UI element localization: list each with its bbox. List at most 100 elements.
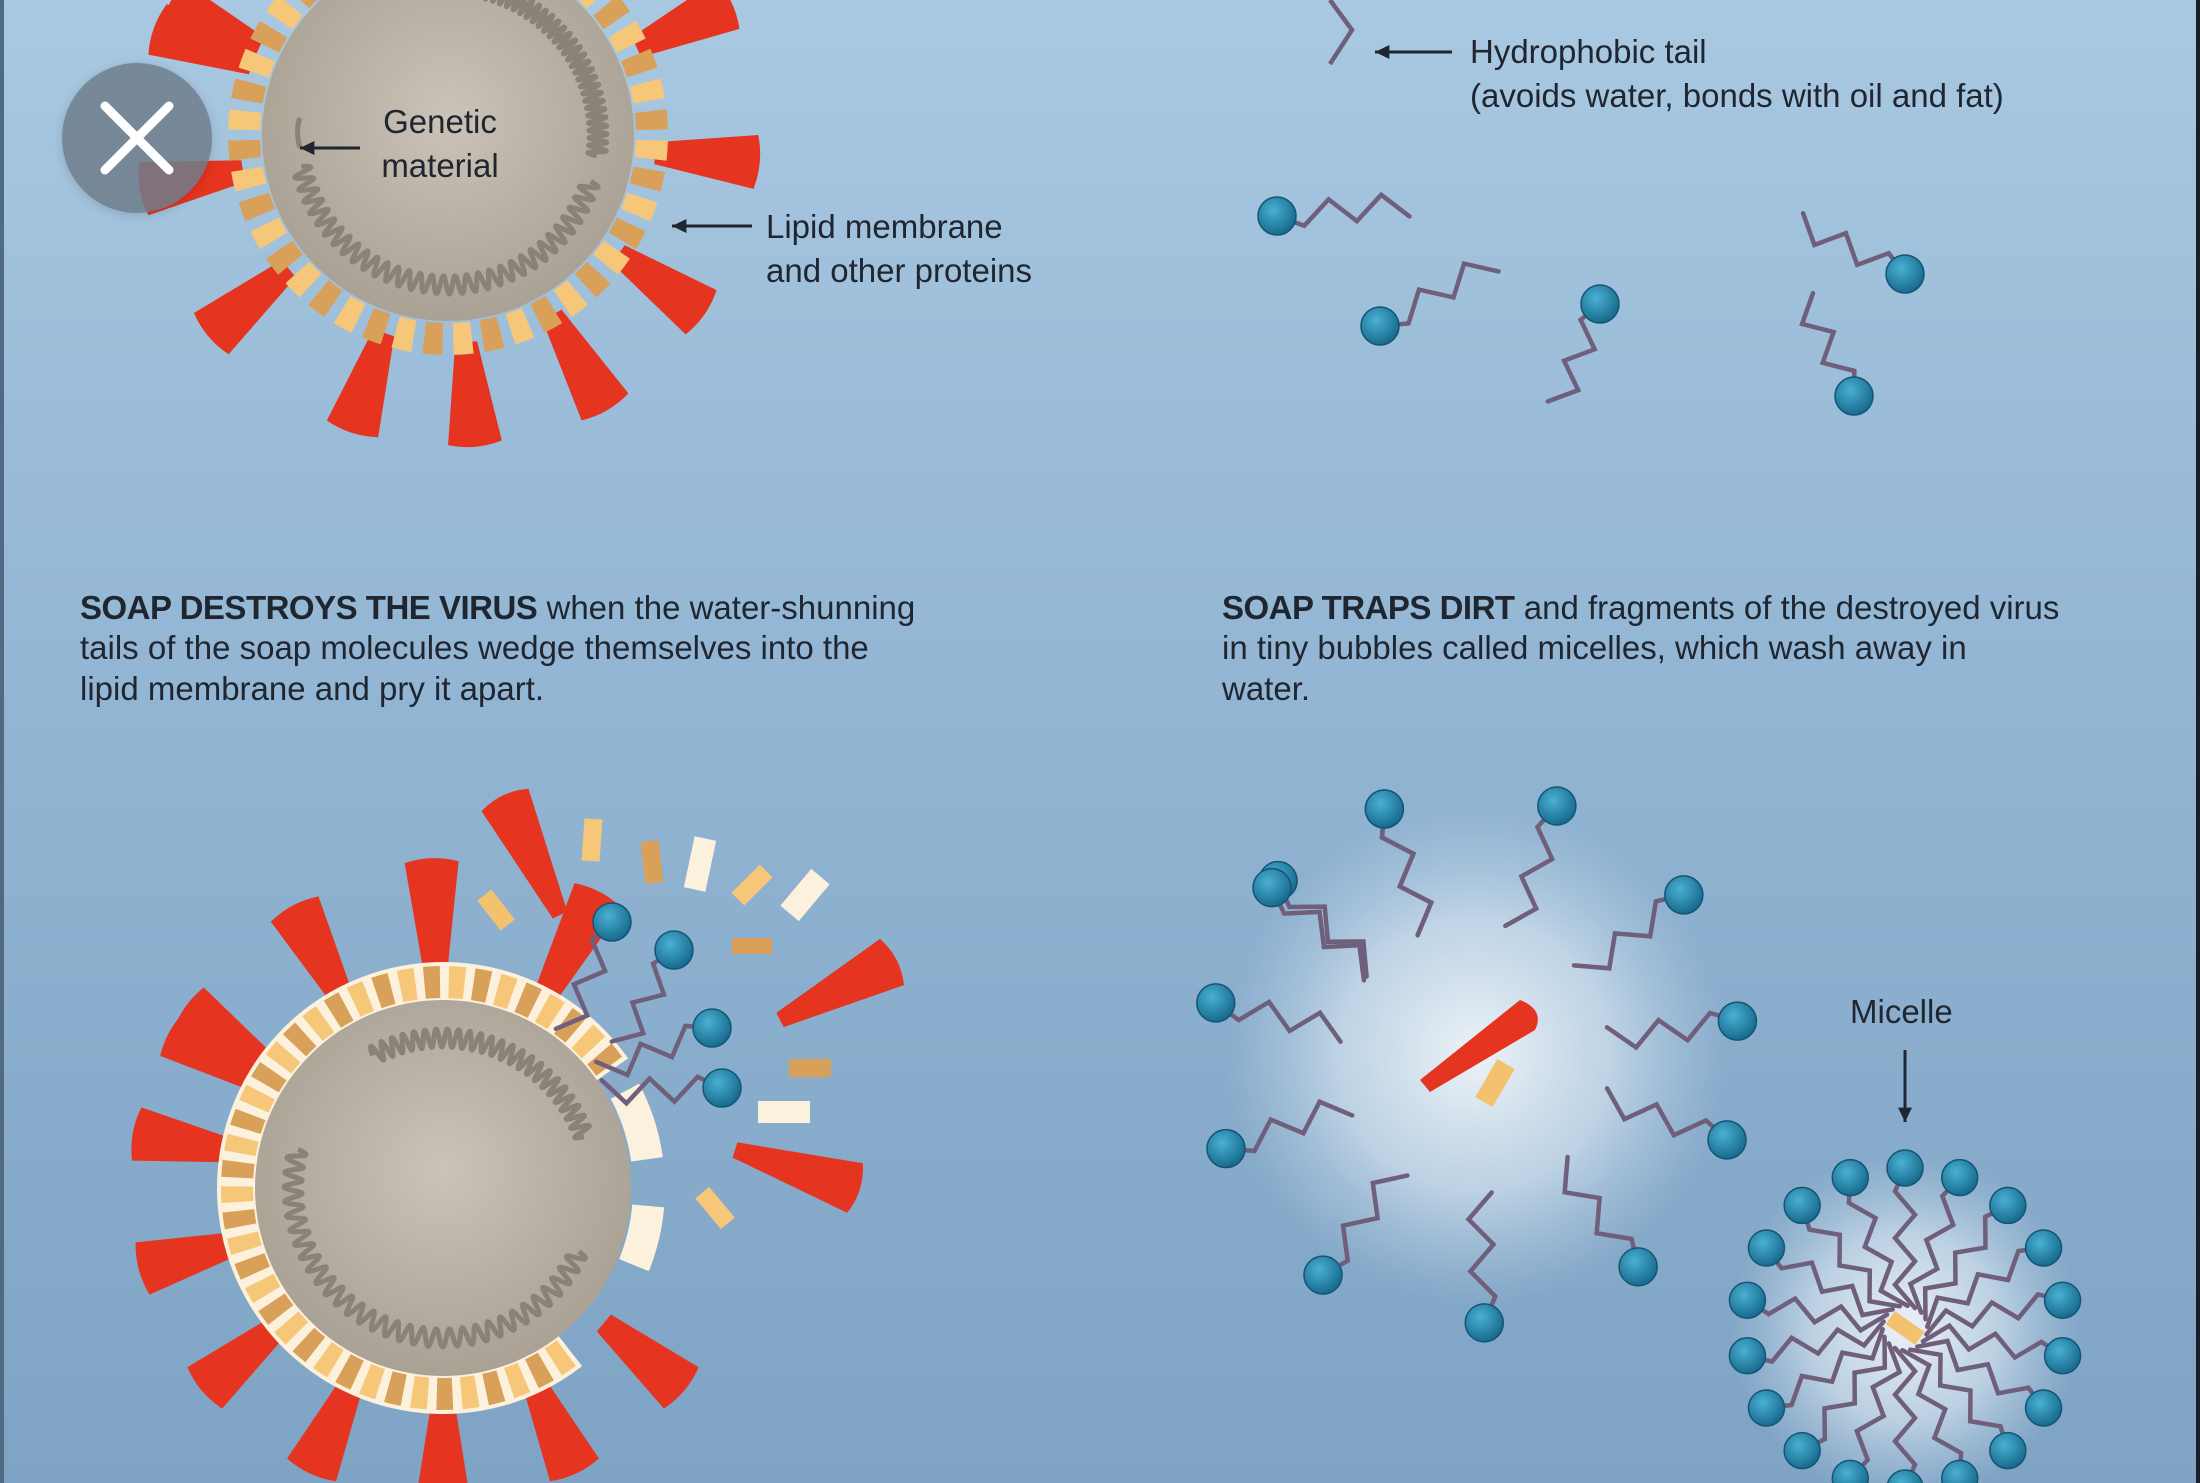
lipid-segment (266, 240, 303, 275)
micelle-glow (1730, 1153, 2080, 1483)
lipid-segment (302, 1006, 335, 1042)
soap-head (1747, 1229, 1786, 1267)
soap-head (1886, 1149, 1924, 1187)
lipid-segment (493, 973, 518, 1010)
membrane-fragment (683, 836, 717, 892)
soap-tail (1275, 878, 1369, 979)
spike-protein (193, 260, 296, 355)
soap-tail (553, 919, 615, 1032)
soap-traps-heading: SOAP TRAPS DIRT (1222, 589, 1515, 626)
soap-head (654, 930, 694, 970)
spike-protein (521, 1373, 599, 1482)
soap-tail (1320, 1173, 1410, 1278)
lipid-membrane-label: Lipid membrane and other proteins (766, 205, 1032, 292)
lipid-segment (634, 109, 668, 131)
lipid-segment (514, 982, 542, 1018)
genetic-strand-end (295, 117, 303, 149)
lipid-segment (574, 261, 611, 298)
arrow-head (300, 141, 315, 155)
lipid-segment (250, 20, 288, 53)
soap-tail (1907, 1175, 1962, 1315)
soap-head (1783, 1186, 1821, 1225)
lipid-segment (459, 1375, 480, 1410)
lipid-segment (224, 1133, 259, 1156)
lipid-segment (361, 307, 391, 345)
lipid-segment (228, 109, 262, 131)
virus-core (255, 1000, 631, 1376)
lipid-segment (239, 1084, 275, 1113)
soap-traps-caption: SOAP TRAPS DIRT and fragments of the des… (1222, 588, 2062, 709)
lipid-segment (238, 192, 276, 222)
spike-protein (172, 987, 278, 1077)
soap-tail (1223, 1098, 1355, 1154)
lipid-segment (250, 217, 288, 250)
soap-tail (599, 1074, 725, 1107)
soap-tail (1799, 290, 1857, 399)
soap-head (1537, 786, 1577, 826)
lipid-segment (593, 0, 630, 30)
close-button[interactable] (62, 63, 212, 213)
soap-tail (1328, 0, 1355, 66)
hydrophobic-tail-label-line1: Hydrophobic tail (1470, 33, 1707, 70)
genetic-strand (281, 1146, 588, 1350)
lipid-segment (265, 1041, 301, 1074)
lipid-segment (238, 48, 276, 78)
soap-tail (1892, 1345, 1918, 1483)
lipid-segment (226, 1231, 262, 1256)
soap-head (1196, 983, 1236, 1023)
soap-head (1728, 1337, 1767, 1375)
lipid-segment (333, 295, 366, 333)
broken-virus (131, 858, 699, 1483)
soap-head (1707, 1120, 1747, 1160)
soap-tail (1604, 1010, 1740, 1051)
genetic-material-label-line2: material (381, 146, 499, 184)
lipid-segment (620, 192, 658, 222)
soap-head (2043, 1281, 2082, 1319)
soap-tail (1799, 1334, 1888, 1453)
lipid-segment (530, 295, 563, 333)
lipid-segment (282, 1022, 317, 1057)
lipid-segment (222, 1209, 257, 1230)
soap-molecules-wedging (553, 902, 742, 1108)
soap-tail (1892, 1165, 1918, 1311)
lipid-segment (436, 1377, 454, 1410)
trapped-spike (1420, 1000, 1538, 1092)
soap-head (1717, 1001, 1758, 1041)
membrane-fragment (640, 840, 664, 884)
soap-tail (1925, 1245, 2046, 1329)
detached-spike (732, 1142, 863, 1213)
lipid-segment (578, 0, 596, 9)
soap-tail (1924, 1291, 2065, 1337)
soap-tail (1377, 260, 1501, 329)
soap-head (1940, 1158, 1979, 1197)
genetic-material-label: Genetic material (380, 100, 500, 187)
genetic-strand (368, 1026, 592, 1141)
lipid-segment (335, 1354, 364, 1390)
lipid-segment (544, 1340, 576, 1376)
dirt-micelle (1196, 786, 1758, 1343)
soap-destroys-caption: SOAP DESTROYS THE VIRUS when the water-s… (80, 588, 920, 709)
lipid-segment (228, 139, 262, 161)
soap-head (702, 1068, 742, 1108)
membrane-fragment (477, 889, 515, 931)
soap-tail (1907, 1347, 2011, 1453)
soap-traps-text: and fragments of the destroyed virus in … (1222, 589, 2060, 707)
soap-tail (593, 1023, 715, 1079)
soap-head (1303, 1255, 1343, 1295)
soap-head (1252, 867, 1292, 908)
spike-protein (448, 341, 502, 448)
soap-head (1206, 1128, 1246, 1169)
lipid-segment (221, 1186, 254, 1204)
lipid-segment (634, 139, 668, 161)
lipid-segment (608, 20, 646, 53)
soap-head (1885, 254, 1925, 294)
lipid-segment (534, 993, 565, 1030)
lipid-segment (231, 166, 267, 192)
membrane-fragment (732, 938, 772, 954)
lipid-segment (230, 1108, 266, 1134)
membrane-fragment (581, 818, 603, 862)
label-arrows (300, 45, 1912, 1122)
soap-tail (1269, 885, 1367, 983)
lipid-segment (312, 1342, 344, 1378)
lipid-segment (258, 1293, 294, 1325)
